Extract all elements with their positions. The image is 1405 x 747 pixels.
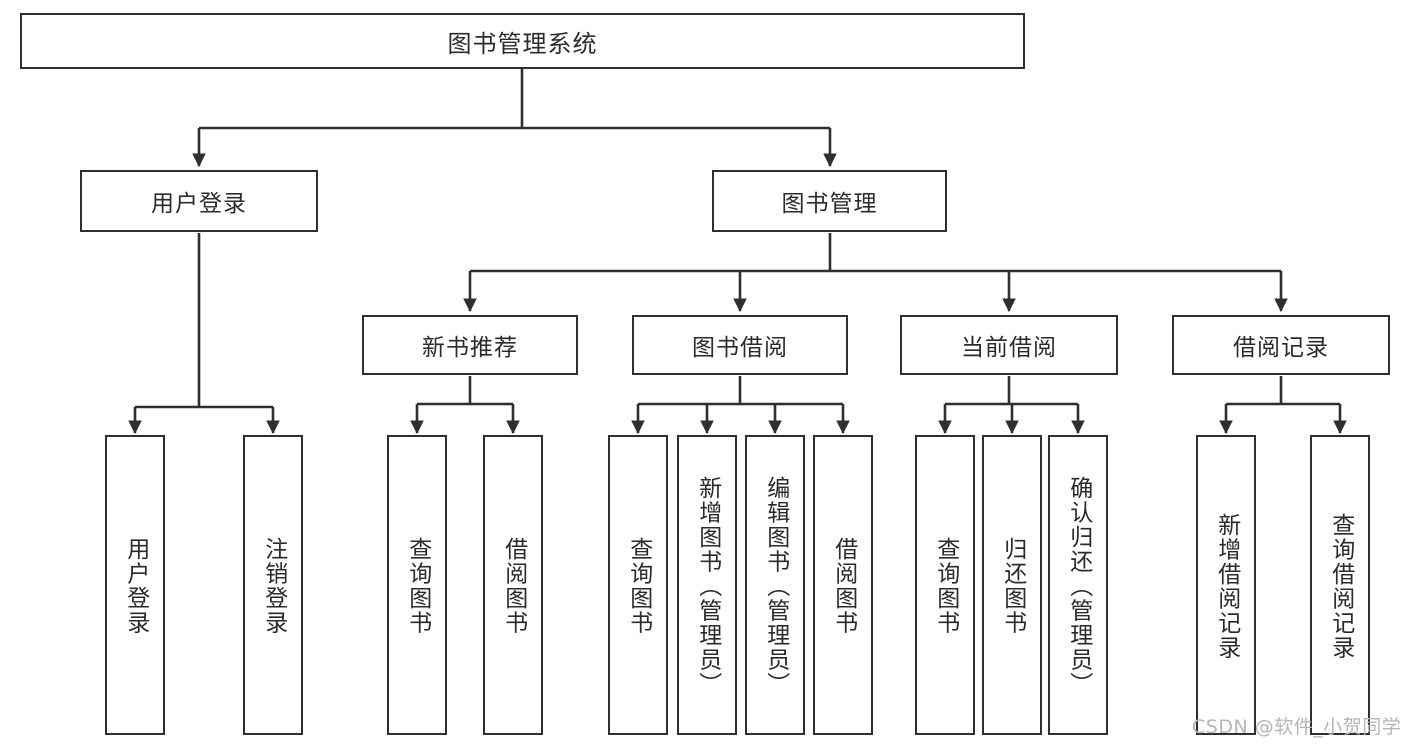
leaf-user-login-login[interactable]: 用户登录: [105, 435, 165, 735]
leaf-book-borrow-query-book[interactable]: 查询图书: [608, 435, 668, 735]
leaf-user-login-logout[interactable]: 注销登录: [243, 435, 303, 735]
node-new-book-recommend[interactable]: 新书推荐: [362, 315, 578, 375]
leaf-new-book-query-book[interactable]: 查询图书: [387, 435, 447, 735]
node-current-borrow[interactable]: 当前借阅: [900, 315, 1118, 375]
leaf-book-borrow-add-book-admin[interactable]: 新增图书（管理员）: [677, 435, 737, 735]
leaf-borrow-record-add-record[interactable]: 新增借阅记录: [1196, 435, 1256, 735]
node-root-system[interactable]: 图书管理系统: [20, 13, 1025, 69]
leaf-borrow-record-query-record[interactable]: 查询借阅记录: [1310, 435, 1370, 735]
node-book-management[interactable]: 图书管理: [712, 170, 947, 232]
leaf-current-borrow-query-book[interactable]: 查询图书: [915, 435, 975, 735]
node-borrow-record[interactable]: 借阅记录: [1172, 315, 1390, 375]
leaf-new-book-borrow-book[interactable]: 借阅图书: [483, 435, 543, 735]
node-book-borrow[interactable]: 图书借阅: [632, 315, 848, 375]
node-user-login[interactable]: 用户登录: [80, 170, 318, 232]
leaf-current-borrow-return-book[interactable]: 归还图书: [982, 435, 1042, 735]
watermark: CSDN @软件_小贺同学: [1192, 716, 1402, 738]
leaf-book-borrow-edit-book-admin[interactable]: 编辑图书（管理员）: [745, 435, 805, 735]
leaf-current-borrow-confirm-return-admin[interactable]: 确认归还（管理员）: [1048, 435, 1108, 735]
leaf-book-borrow-borrow-book[interactable]: 借阅图书: [813, 435, 873, 735]
